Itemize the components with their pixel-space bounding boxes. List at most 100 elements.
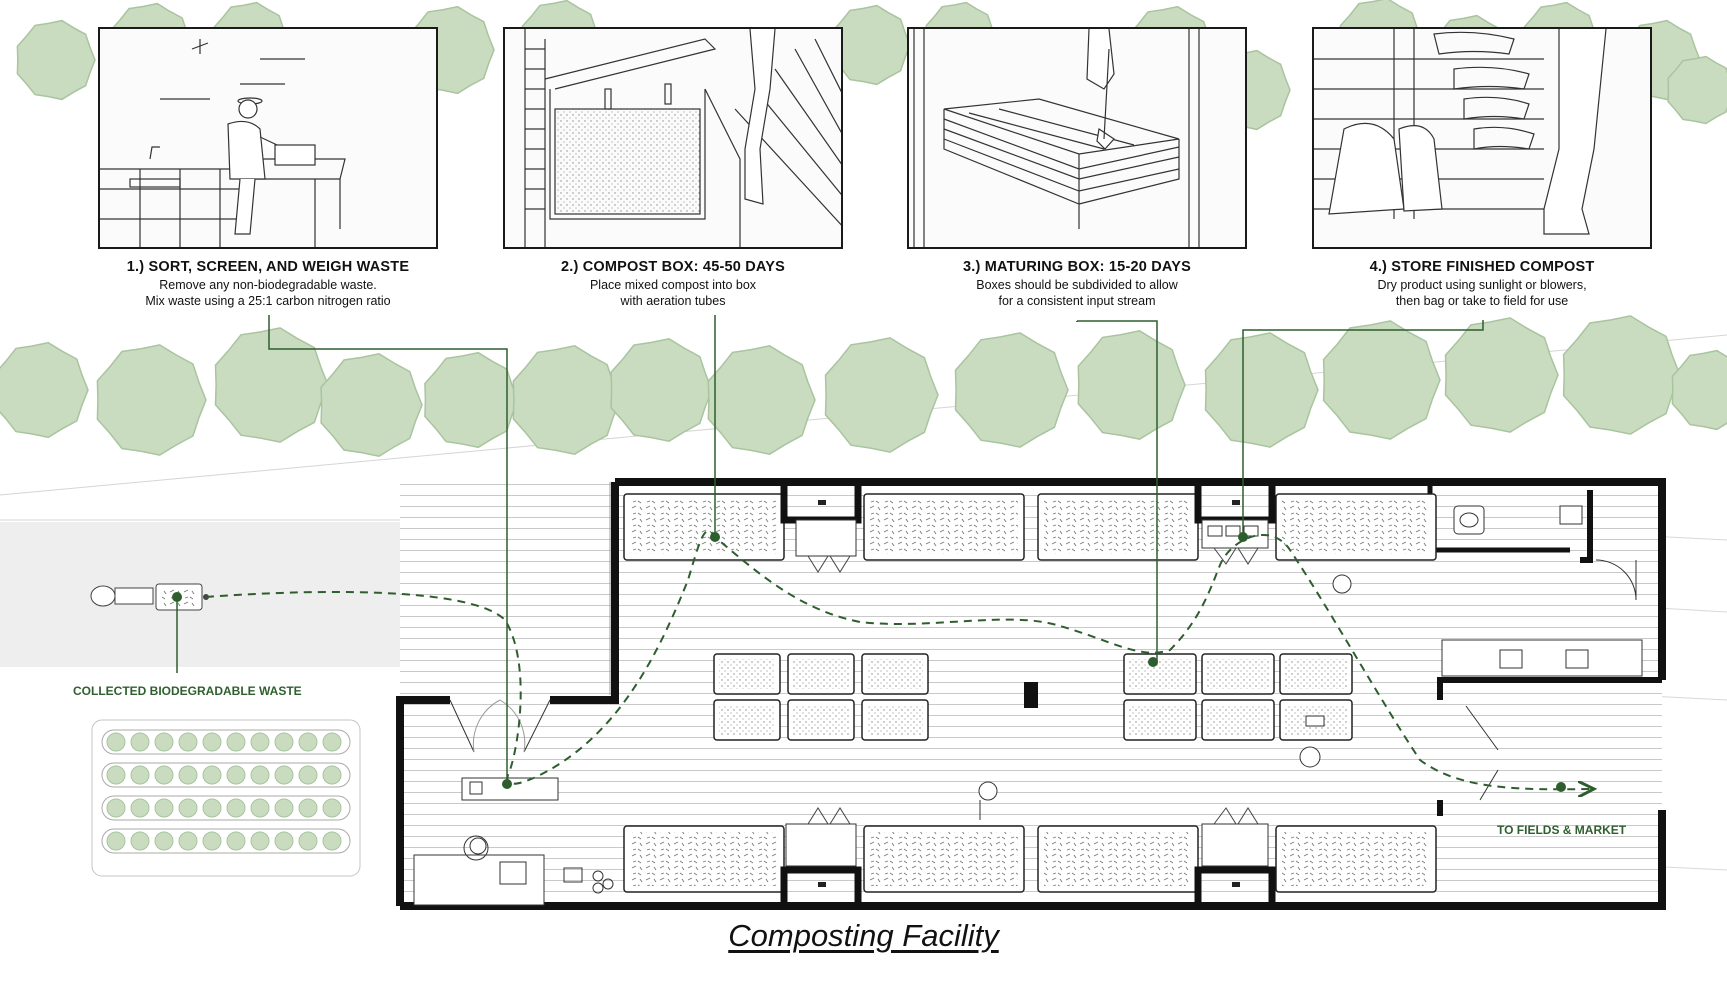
- diagram-title: Composting Facility: [728, 918, 999, 953]
- leader-lines: [176, 315, 1484, 784]
- compost-box-illustration: [524, 29, 841, 247]
- garden-plant: [250, 798, 270, 818]
- garden-plant: [154, 831, 174, 851]
- tree-canopy: [96, 344, 207, 456]
- garden-plant: [250, 831, 270, 851]
- garden-plant: [130, 798, 150, 818]
- tree-canopy: [214, 327, 329, 443]
- step-1-desc-line-2: Mix waste using a 25:1 carbon nitrogen r…: [145, 294, 391, 308]
- tree-canopy: [320, 353, 423, 457]
- garden-plant: [178, 732, 198, 752]
- garden-plant: [202, 831, 222, 851]
- tree-canopy: [0, 341, 89, 439]
- tree-row-middle: [0, 315, 1727, 457]
- tree-canopy: [1562, 315, 1681, 435]
- garden-plant: [298, 831, 318, 851]
- step-2-desc-line-2: with aeration tubes: [620, 294, 726, 308]
- step-3-title: 3.) MATURING BOX: 15-20 DAYS: [963, 259, 1191, 275]
- tree-canopy: [424, 351, 519, 449]
- garden-plant: [178, 765, 198, 785]
- compost-flow-path: [205, 530, 1590, 789]
- garden-plant: [202, 765, 222, 785]
- step-3-desc-line-2: for a consistent input stream: [998, 294, 1156, 308]
- compost-boxes-bottom-row: [623, 825, 1437, 893]
- tree-canopy: [831, 4, 911, 86]
- tree-canopy: [610, 338, 713, 442]
- panel-compost-box: [503, 27, 843, 249]
- garden-plant: [154, 798, 174, 818]
- garden-beds: [91, 719, 361, 877]
- garden-plant: [298, 798, 318, 818]
- garden-plant: [202, 732, 222, 752]
- garden-plant: [106, 732, 126, 752]
- garden-plant: [274, 765, 294, 785]
- garden-bed-row: [101, 828, 351, 854]
- garden-plant: [250, 765, 270, 785]
- tree-canopy: [824, 337, 939, 453]
- tree-canopy: [1671, 349, 1727, 431]
- step-1-caption: 1.) SORT, SCREEN, AND WEIGH WASTE Remove…: [68, 259, 468, 309]
- building-floor-plan: [396, 478, 1666, 910]
- panel-maturing-box: [907, 27, 1247, 249]
- garden-plant: [130, 831, 150, 851]
- garden-plant: [274, 798, 294, 818]
- garden-plant: [226, 831, 246, 851]
- step-2-title: 2.) COMPOST BOX: 45-50 DAYS: [560, 259, 786, 275]
- tree-canopy: [1444, 317, 1559, 433]
- garden-plant: [106, 798, 126, 818]
- sorting-area: [413, 699, 614, 906]
- collected-waste-label: COLLECTED BIODEGRADABLE WASTE: [73, 684, 302, 698]
- step-3-desc-line-1: Boxes should be subdivided to allow: [976, 278, 1178, 292]
- people-in-plan: [469, 574, 1352, 855]
- maturing-boxes: [713, 653, 1353, 741]
- garden-plant: [226, 732, 246, 752]
- garden-plant: [322, 798, 342, 818]
- garden-plant: [130, 732, 150, 752]
- destination-label: TO FIELDS & MARKET: [1497, 823, 1627, 837]
- garden-plant: [322, 765, 342, 785]
- tree-canopy: [1667, 55, 1727, 125]
- garden-bed-row: [101, 729, 351, 755]
- garden-plant: [298, 732, 318, 752]
- kitchen-sorting-illustration: [100, 39, 346, 247]
- garden-plant: [274, 732, 294, 752]
- step-2-caption: 2.) COMPOST BOX: 45-50 DAYS Place mixed …: [473, 259, 873, 309]
- garden-bed-row: [101, 795, 351, 821]
- tree-canopy: [1077, 330, 1186, 440]
- bathroom-fixtures: [1441, 505, 1643, 801]
- step-1-title: 1.) SORT, SCREEN, AND WEIGH WASTE: [126, 259, 410, 275]
- garden-plant: [178, 798, 198, 818]
- garden-plant: [154, 765, 174, 785]
- garden-plant: [226, 798, 246, 818]
- compost-boxes-top-row: [623, 493, 1437, 561]
- tree-canopy: [1204, 332, 1319, 448]
- maturing-box-illustration: [913, 29, 1200, 247]
- step-4-caption: 4.) STORE FINISHED COMPOST Dry product u…: [1282, 259, 1682, 309]
- step-1-desc-line-1: Remove any non-biodegradable waste.: [159, 278, 377, 292]
- panel-store-compost: [1312, 27, 1652, 249]
- storage-bags-illustration: [1314, 29, 1607, 235]
- wheelbarrow-figure: [90, 583, 209, 611]
- garden-plant: [106, 831, 126, 851]
- garden-plant: [322, 732, 342, 752]
- step-2-desc-line-1: Place mixed compost into box: [589, 278, 757, 292]
- tree-canopy: [512, 345, 621, 455]
- garden-plant: [322, 831, 342, 851]
- garden-plant: [226, 765, 246, 785]
- step-4-desc-line-1: Dry product using sunlight or blowers,: [1377, 278, 1587, 292]
- panel-sort-screen-weigh: [98, 27, 438, 249]
- tree-canopy: [707, 345, 816, 455]
- garden-plant: [250, 732, 270, 752]
- garden-plant: [178, 831, 198, 851]
- garden-plant: [106, 765, 126, 785]
- step-4-desc-line-2: then bag or take to field for use: [1395, 294, 1569, 308]
- tree-canopy: [16, 19, 96, 101]
- tree-canopy: [954, 332, 1069, 448]
- step-4-title: 4.) STORE FINISHED COMPOST: [1369, 259, 1595, 275]
- garden-plant: [202, 798, 222, 818]
- tree-canopy: [1322, 320, 1441, 440]
- step-3-caption: 3.) MATURING BOX: 15-20 DAYS Boxes shoul…: [877, 259, 1277, 309]
- garden-plant: [298, 765, 318, 785]
